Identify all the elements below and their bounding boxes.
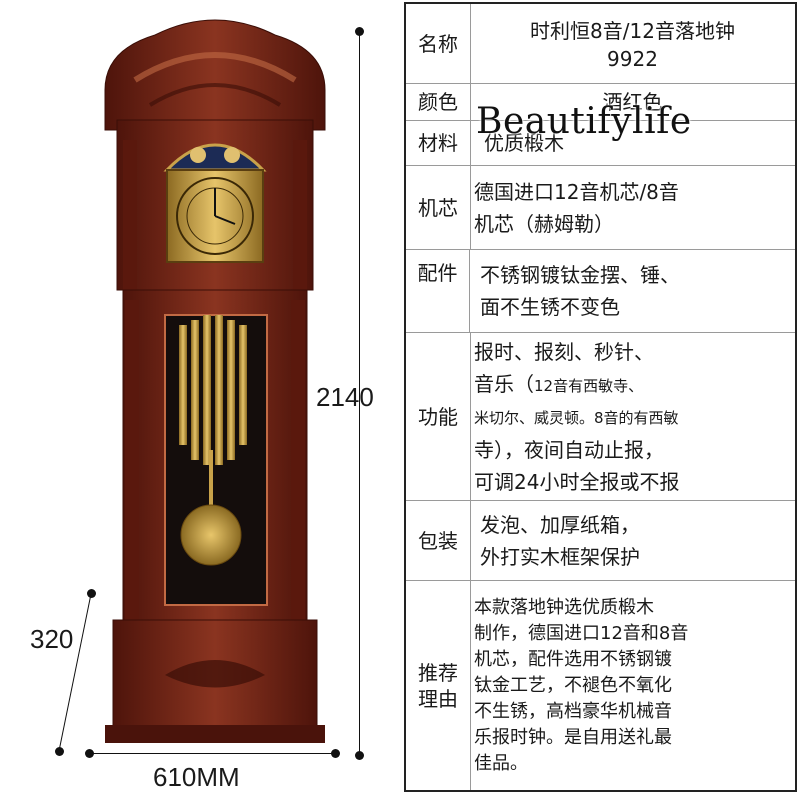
clock-crown [104,19,326,131]
spec-label: 颜色 [406,84,471,120]
reason-line: 本款落地钟选优质椴木 [474,596,654,618]
spec-value: 酒红色 [602,90,663,114]
spec-row-material: 材料 优质椴木 [406,120,795,165]
spec-row-parts: 配件 不锈钢镀钛金摆、锤、 面不生锈不变色 [406,249,795,332]
spec-value: 不锈钢镀钛金摆、锤、 面不生锈不变色 [480,263,680,319]
spec-row-name: 名称 时利恒8音/12音落地钟 9922 [406,4,795,83]
width-value: 610MM [153,762,240,792]
reason-line: 不生锈，高档豪华机械音 [474,700,672,722]
spec-value: 报时、报刻、秒针、 音乐（12音有西敏寺、 米切尔、威灵顿。8音的有西敏 寺），… [474,339,680,494]
spec-row-reason: 推荐理由 本款落地钟选优质椴木制作，德国进口12音和8音机芯，配件选用不锈钢镀钛… [406,580,795,790]
height-value: 2140 [316,382,374,412]
spec-row-package: 包装 发泡、加厚纸箱， 外打实木框架保护 [406,500,795,580]
spec-label: 配件 [406,250,470,332]
reason-line: 佳品。 [474,752,528,774]
reason-line: 机芯，配件选用不锈钢镀 [474,648,672,670]
spec-label: 名称 [406,4,471,83]
spec-row-color: 颜色 酒红色 [406,83,795,120]
reason-line: 乐报时钟。是自用送礼最 [474,726,672,748]
spec-label: 功能 [406,333,471,500]
chime-tubes [179,315,247,465]
spec-label: 机芯 [406,166,471,249]
spec-label: 包装 [406,501,471,580]
spec-label: 材料 [406,121,471,165]
spec-row-function: 功能 报时、报刻、秒针、 音乐（12音有西敏寺、 米切尔、威灵顿。8音的有西敏 … [406,332,795,500]
depth-value: 320 [30,624,74,654]
spec-table: 名称 时利恒8音/12音落地钟 9922 颜色 酒红色 材料 优质椴木 机芯 德… [404,2,797,792]
grandfather-clock-image [104,19,326,743]
spec-row-movement: 机芯 德国进口12音机芯/8音 机芯（赫姆勒） [406,165,795,249]
watermark-text: Beautifylife [476,101,692,142]
reason-label: 推荐理由 [418,660,458,711]
reason-line: 制作，德国进口12音和8音 [474,622,689,644]
reason-line: 钛金工艺，不褪色不氧化 [474,674,672,696]
spec-value: 德国进口12音机芯/8音 机芯（赫姆勒） [474,179,679,236]
depth-line [58,593,92,752]
spec-value: 本款落地钟选优质椴木制作，德国进口12音和8音机芯，配件选用不锈钢镀钛金工艺，不… [474,581,791,790]
spec-value: 时利恒8音/12音落地钟 9922 [530,18,735,71]
spec-value: 发泡、加厚纸箱， 外打实木框架保护 [480,512,640,569]
spec-label: 推荐理由 [406,581,471,790]
pendulum-bob [180,504,242,566]
spec-value: 优质椴木 [484,131,564,155]
